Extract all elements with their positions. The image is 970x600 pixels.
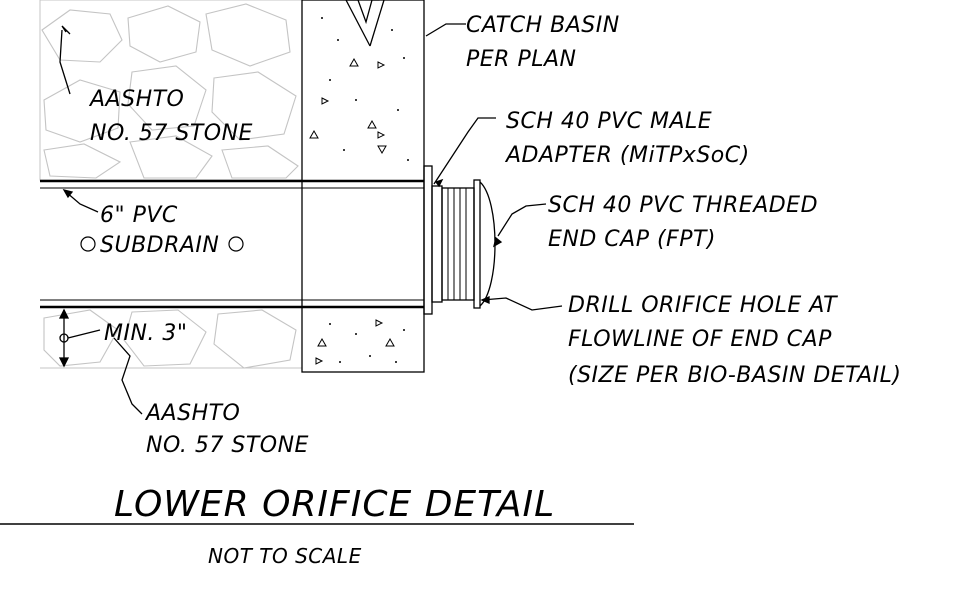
male-adapter-label: SCH 40 PVC MALE ADAPTER (MiTPxSoC) <box>504 109 750 168</box>
perforation-hole-right <box>228 236 244 252</box>
male-adapter <box>423 165 443 315</box>
subdrain-label: SUBDRAIN <box>100 233 219 258</box>
stone-aggregate-bottom <box>40 309 302 369</box>
scale-note: NOT TO SCALE <box>208 544 362 568</box>
leader-lines <box>58 23 563 415</box>
orifice-label: DRILL ORIFICE HOLE AT FLOWLINE OF END CA… <box>568 293 901 388</box>
min-depth-label: MIN. 3" <box>104 321 188 346</box>
catch-basin-label: CATCH BASIN PER PLAN <box>466 13 627 72</box>
detail-title: LOWER ORIFICE DETAIL <box>114 484 555 525</box>
catch-basin-wall <box>301 0 425 373</box>
stone-top-label: AASHTO NO. 57 STONE <box>88 87 253 146</box>
stone-bottom-label: AASHTO NO. 57 STONE <box>144 401 309 458</box>
pvc-pipe <box>40 179 424 309</box>
concrete-stipple <box>309 57 395 365</box>
concrete-dots <box>321 17 409 363</box>
pipe-label: 6" PVC <box>100 203 178 228</box>
threaded-end-cap <box>441 179 496 309</box>
perforation-hole-left <box>80 236 96 252</box>
end-cap-label: SCH 40 PVC THREADED END CAP (FPT) <box>548 193 826 252</box>
